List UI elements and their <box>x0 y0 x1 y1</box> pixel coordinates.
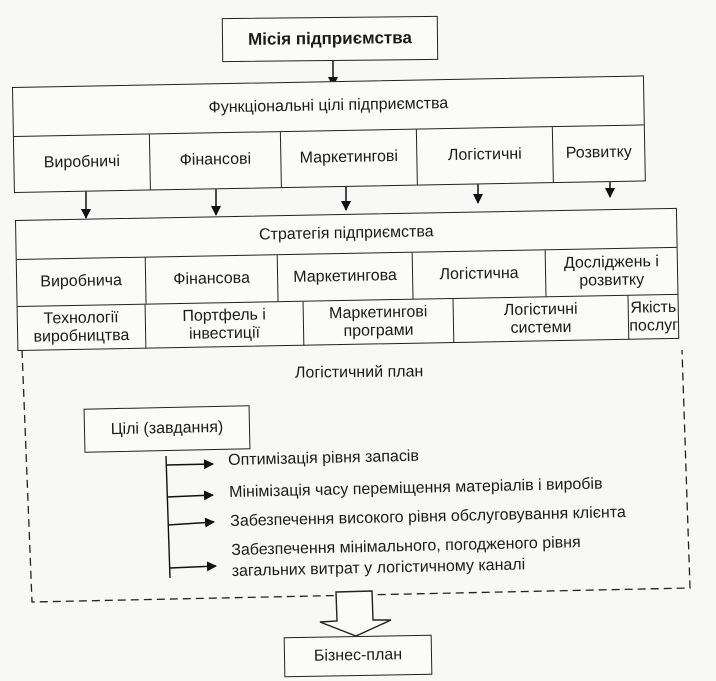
block-arrow-to-business-plan <box>319 590 392 637</box>
arrow-task-2 <box>166 490 214 501</box>
area-service-quality: Якість послуг <box>629 298 679 335</box>
logistics-plan-dashed-border <box>21 349 691 603</box>
goal-logistics: Логістичні <box>416 127 554 185</box>
arrow-task-3 <box>167 517 215 528</box>
goal-production: Виробничі <box>13 134 151 192</box>
functional-goals-block: Функціональні цілі підприємства Виробнич… <box>12 75 646 193</box>
mission-label: Місія підприємства <box>247 28 412 49</box>
strategy-finance: Фінансова <box>145 255 279 304</box>
area-logistics-systems: Логістичні системи <box>453 295 630 343</box>
strategy-rnd: Досліджень і розвитку <box>563 252 659 290</box>
strategy-block: Стратегія підприємства Виробнича Фінансо… <box>15 207 680 351</box>
goal-marketing: Маркетингові <box>280 129 418 188</box>
business-plan-label: Бізнес-план <box>313 646 403 665</box>
strategy-marketing: Маркетингова <box>277 252 414 302</box>
strategy-logistics: Логістична <box>412 250 547 299</box>
strategy-production: Виробнича <box>16 257 147 306</box>
arrow-task-4 <box>169 561 217 572</box>
area-portfolio: Портфель і інвестиції <box>145 301 305 349</box>
goal-development: Розвитку <box>565 143 632 163</box>
area-marketing-programs: Маркетингові програми <box>303 298 455 346</box>
arrow-task-1 <box>165 459 214 470</box>
goals-tasks-label: Цілі (завдання) <box>110 418 224 439</box>
mission-box: Місія підприємства <box>221 15 439 63</box>
logistics-plan-title: Логістичний план <box>294 363 424 382</box>
goal-finance: Фінансові <box>149 132 282 190</box>
area-production-tech: Технології виробництва <box>17 304 146 351</box>
goals-tasks-box: Цілі (завдання) <box>83 405 251 453</box>
business-plan-box: Бізнес-план <box>283 634 433 678</box>
